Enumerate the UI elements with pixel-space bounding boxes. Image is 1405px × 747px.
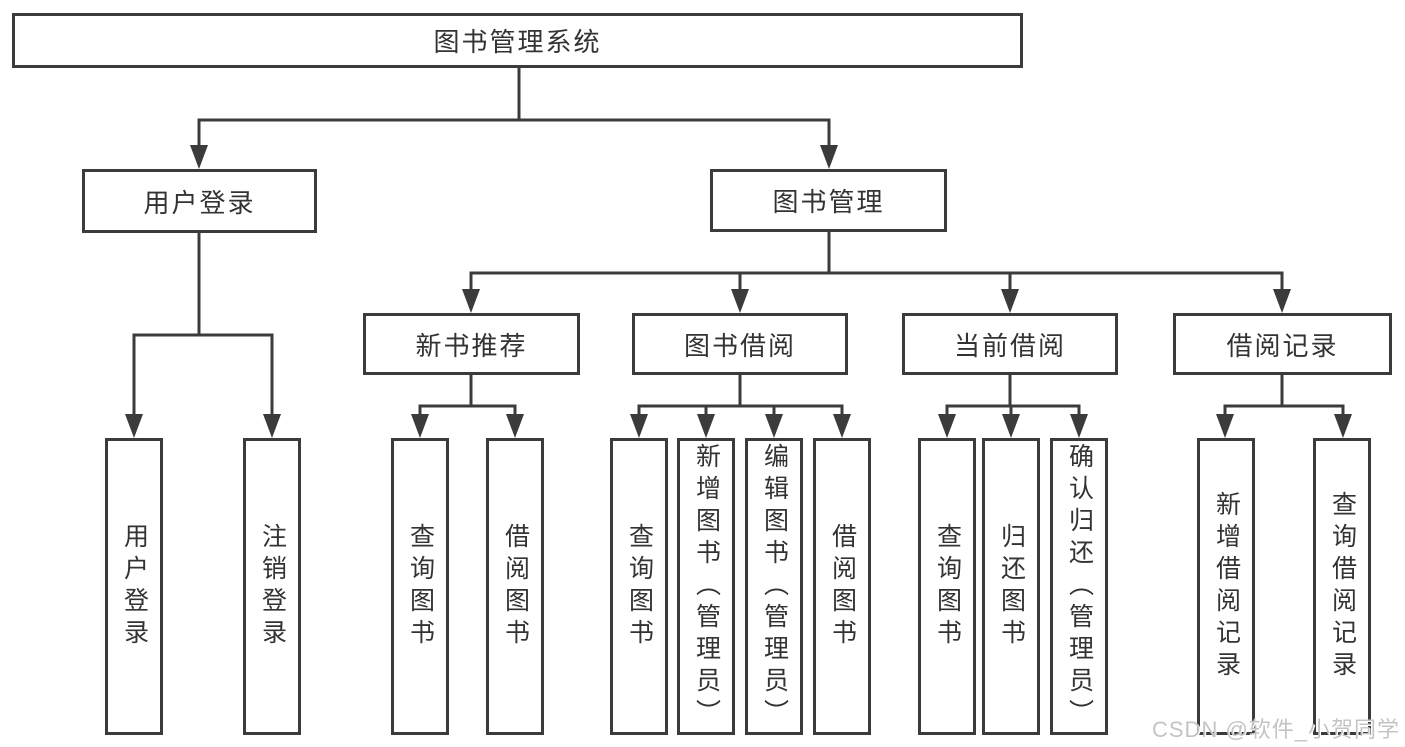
leaf-query-books-recommend-label: 查询图书 xyxy=(406,522,435,651)
node-book-borrow: 图书借阅 xyxy=(632,313,848,375)
node-root-label: 图书管理系统 xyxy=(433,27,602,57)
leaf-query-borrow-record-label: 查询借阅记录 xyxy=(1328,490,1357,683)
leaf-confirm-return-admin-label: 确认归还（管理员） xyxy=(1065,442,1094,731)
connector-user-login-to-leaves xyxy=(125,233,281,438)
node-user-login: 用户登录 xyxy=(82,169,317,233)
leaf-add-book-admin: 新增图书（管理员） xyxy=(677,438,735,735)
leaf-query-books-recommend: 查询图书 xyxy=(391,438,449,735)
node-new-book-recommend-label: 新书推荐 xyxy=(415,330,528,361)
leaf-query-books-current: 查询图书 xyxy=(918,438,976,735)
node-borrow-records: 借阅记录 xyxy=(1173,313,1392,375)
leaf-logout-login-label: 注销登录 xyxy=(258,522,287,651)
connector-borrow-records-to-leaves xyxy=(1216,375,1352,438)
node-new-book-recommend: 新书推荐 xyxy=(363,313,580,375)
leaf-return-book: 归还图书 xyxy=(982,438,1040,735)
leaf-query-borrow-record: 查询借阅记录 xyxy=(1313,438,1371,735)
connector-book-management-to-level3 xyxy=(462,232,1291,313)
leaf-borrow-books-recommend-label: 借阅图书 xyxy=(501,522,530,651)
leaf-borrow-books-borrow: 借阅图书 xyxy=(813,438,871,735)
node-current-borrow: 当前借阅 xyxy=(902,313,1118,375)
node-book-borrow-label: 图书借阅 xyxy=(683,330,796,361)
leaf-user-login: 用户登录 xyxy=(105,438,163,735)
leaf-borrow-books-recommend: 借阅图书 xyxy=(486,438,544,735)
leaf-logout-login: 注销登录 xyxy=(243,438,301,735)
node-book-management: 图书管理 xyxy=(710,169,947,232)
leaf-query-books-current-label: 查询图书 xyxy=(933,522,962,651)
leaf-borrow-books-borrow-label: 借阅图书 xyxy=(828,522,857,651)
node-user-login-label: 用户登录 xyxy=(143,187,256,218)
csdn-watermark: CSDN @软件_小贺同学 xyxy=(1152,717,1401,742)
leaf-user-login-label: 用户登录 xyxy=(120,522,149,651)
leaf-confirm-return-admin: 确认归还（管理员） xyxy=(1050,438,1108,735)
leaf-add-book-admin-label: 新增图书（管理员） xyxy=(692,442,721,731)
leaf-edit-book-admin: 编辑图书（管理员） xyxy=(745,438,803,735)
node-root: 图书管理系统 xyxy=(12,13,1023,68)
node-book-management-label: 图书管理 xyxy=(772,187,885,217)
leaf-return-book-label: 归还图书 xyxy=(997,522,1026,651)
connector-book-borrow-to-leaves xyxy=(630,375,851,438)
leaf-add-borrow-record: 新增借阅记录 xyxy=(1197,438,1255,735)
leaf-add-borrow-record-label: 新增借阅记录 xyxy=(1212,490,1241,683)
connector-root-to-level2 xyxy=(190,68,838,169)
leaf-query-books-borrow-label: 查询图书 xyxy=(625,522,654,651)
leaf-query-books-borrow: 查询图书 xyxy=(610,438,668,735)
node-borrow-records-label: 借阅记录 xyxy=(1226,330,1339,361)
connector-new-book-recommend-to-leaves xyxy=(411,375,524,438)
connector-current-borrow-to-leaves xyxy=(938,375,1088,438)
node-current-borrow-label: 当前借阅 xyxy=(953,330,1066,361)
leaf-edit-book-admin-label: 编辑图书（管理员） xyxy=(760,442,789,731)
